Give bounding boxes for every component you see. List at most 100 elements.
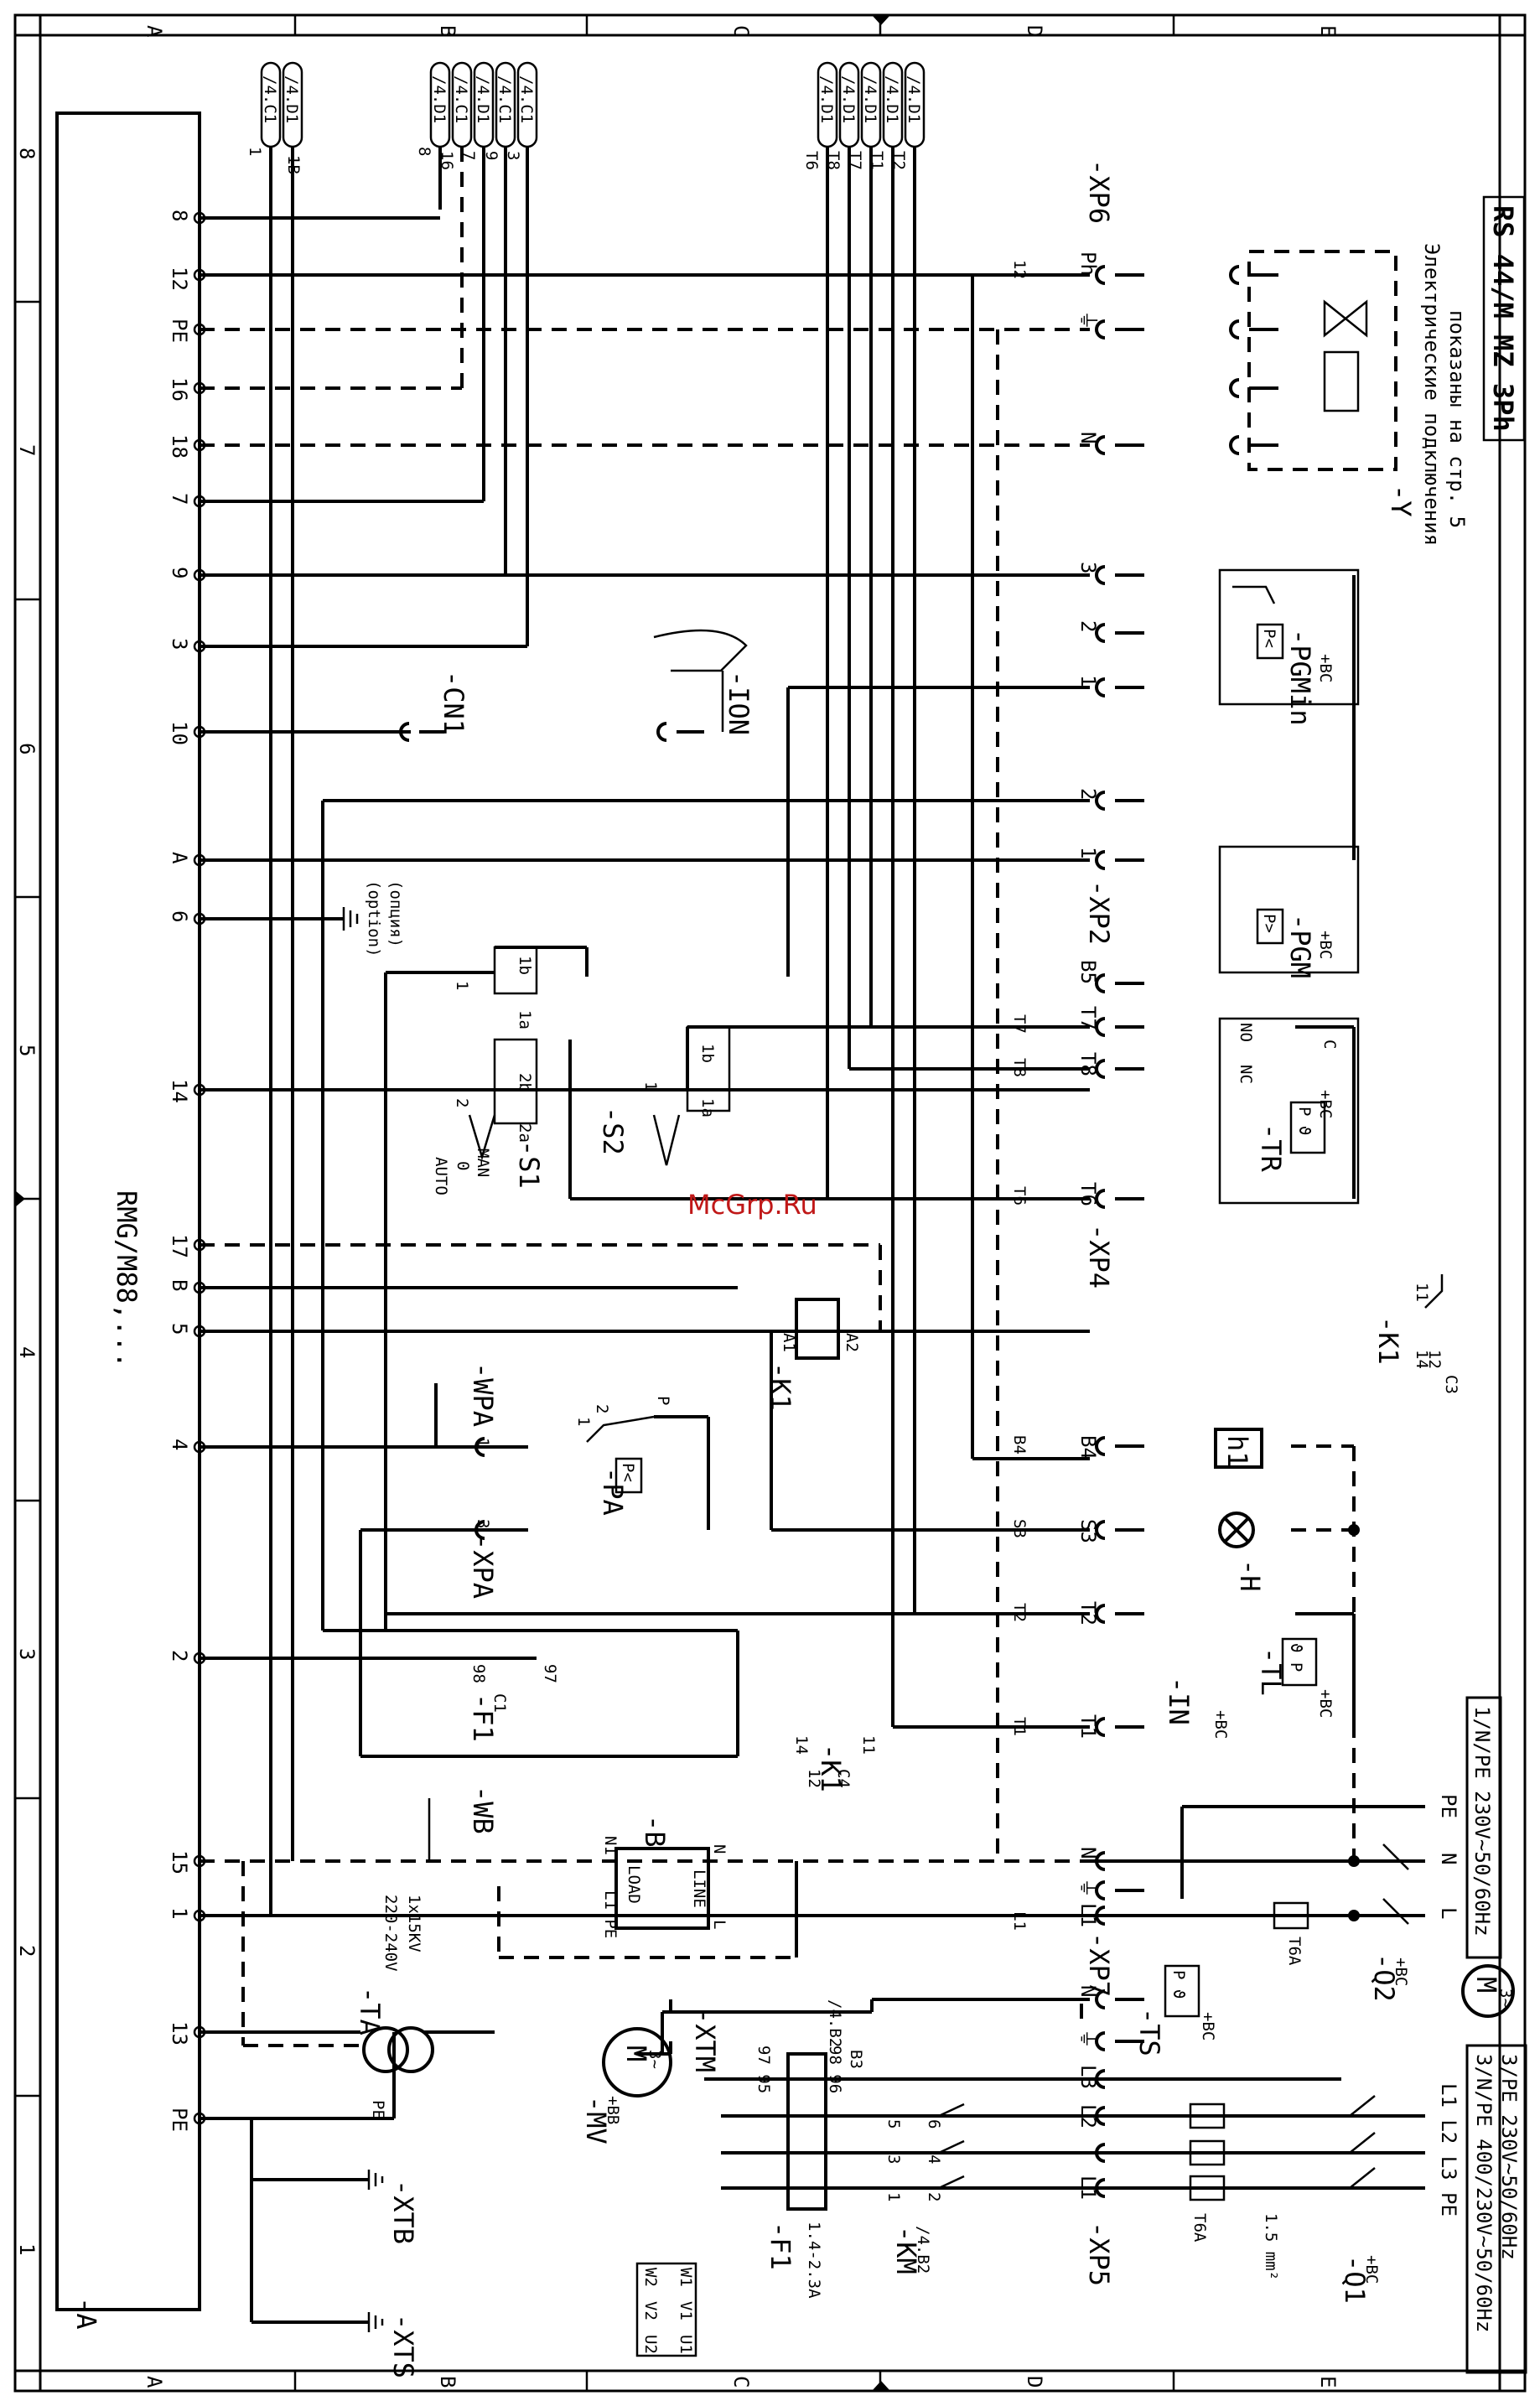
wire-t6: T6	[1010, 1186, 1029, 1206]
control-box-type: RMG/M88,...	[111, 1190, 143, 1368]
pgmin-symbol: P<	[1260, 629, 1278, 648]
k1-12: 12	[805, 1769, 823, 1788]
ref-mid-3: 3	[504, 151, 522, 160]
tl-bc: +BC	[1316, 1689, 1335, 1718]
earth-wb: -WB	[428, 1786, 499, 1861]
ta-kv: 1x15KV	[405, 1895, 423, 1952]
drawing-frame	[13, 13, 1527, 2393]
terminal-15: 15	[168, 1850, 206, 1875]
label-tr: -TR	[1255, 1123, 1287, 1173]
k1b-11: 11	[1413, 1283, 1431, 1302]
transformer-ta: -TA 220-240V 1x15KV PE	[354, 1895, 434, 2119]
label-k1: -K1	[765, 1362, 796, 1411]
mv-w1: W1	[677, 2268, 695, 2287]
xpa-pin-3: 3	[474, 1519, 492, 1528]
tr-nc: NC	[1237, 1065, 1255, 1084]
ta-pe: PE	[369, 2100, 387, 2119]
terminal-label-15: 15	[168, 1850, 191, 1875]
terminal-label-3: 3	[168, 638, 191, 650]
terminal-13: 13	[168, 2021, 206, 2046]
option-ru: (опция)	[386, 880, 405, 947]
f1-contact: -F1 98 C1 97	[467, 1664, 559, 1742]
ta-voltage: 220-240V	[381, 1895, 400, 1972]
thermostat-ts: P ϑ -TS +BC	[1133, 1964, 1217, 2056]
xp7-pin-b4: B4	[1076, 1435, 1100, 1460]
terminal-label-5: 5	[168, 1323, 191, 1335]
label-ta: -TA	[354, 1987, 386, 2035]
note-line-1: Электрические подключения	[1420, 243, 1444, 546]
s1-1: 1	[453, 981, 471, 990]
label-xpa: -XPA	[467, 1534, 499, 1599]
pgm-bc: +BC	[1316, 931, 1335, 959]
contactor-km: -KM /4.B2 1 3 5 2 4 6	[884, 2103, 965, 2274]
mv-v1: V1	[677, 2301, 695, 2320]
label-pgm: -PGM	[1284, 914, 1316, 978]
terminal-label-a: A	[168, 852, 191, 864]
xp4-pin-t6: T6	[1076, 1182, 1100, 1206]
pa-pin-2: 2	[593, 1404, 611, 1413]
ref-right-d: /4.D1	[883, 75, 901, 123]
terminal-18: 18	[168, 434, 206, 459]
solenoid-valve-y: -Y Электрические подключения показаны на…	[1323, 243, 1469, 546]
k1b-12: 12	[1425, 1350, 1444, 1369]
wire-s3: S3	[1010, 1519, 1029, 1538]
terminal-label-10: 10	[168, 721, 191, 745]
terminal-label-17: 17	[168, 1234, 191, 1258]
xp5-pin-l1: L1	[1076, 2175, 1100, 2200]
label-q1: -Q1	[1339, 2255, 1371, 2304]
hour-counter-h1: h1	[1214, 1428, 1263, 1469]
label-f1-top: -F1	[467, 1693, 499, 1742]
xtm-b3: B3	[847, 2050, 865, 2069]
wire-l1: L1	[1010, 1911, 1029, 1931]
label-cn1: -CN1	[438, 671, 469, 735]
col-label-b-bottom: B	[436, 2376, 459, 2388]
xp7-signal-block: B4 S3 T2 T1 B4 S3 T2 T1	[1010, 1435, 1100, 1739]
ref-mid-16: 16	[438, 151, 456, 170]
col-label-c-bottom: C	[729, 2376, 753, 2388]
tl-symbol: ϑ P	[1287, 1643, 1305, 1672]
f1-rating: 1.4-2.3A	[805, 2222, 823, 2299]
label-b: -B	[639, 1815, 671, 1848]
km-3: 3	[884, 2155, 903, 2164]
wiring	[200, 147, 1425, 2324]
pressure-switch-pa: -WPA -PA -XPA P< 1 3 1 2 P	[467, 1362, 672, 1599]
label-xp6: -XP6	[1083, 159, 1115, 224]
terminal-label-8: 8	[168, 210, 191, 221]
xp7-pin-l1: L1	[1076, 1903, 1100, 1927]
tr-symbol: P ϑ	[1295, 1107, 1314, 1135]
terminal-label-7: 7	[168, 493, 191, 505]
pressure-switch-pgmin: P< -PGMin +BC 3 2 1	[1076, 562, 1335, 726]
filter-b: -B LOAD LINE N1 L1 PE N L	[601, 1815, 729, 1938]
earth-xts-xtb: -XTB -XTS	[367, 2170, 419, 2378]
ts-symbol: P ϑ	[1169, 1970, 1188, 1999]
ref-mid-7: 7	[459, 151, 478, 160]
label-k1-left: -K1	[815, 1744, 847, 1792]
label-pgmin: -PGMin	[1284, 629, 1316, 726]
mains-l: L	[1437, 1907, 1460, 1919]
pgmin-pin-3: 3	[1076, 562, 1100, 573]
terminal-14: 14	[168, 1079, 206, 1103]
xp7-mains-block: -XP7 N ⏚ L1 L1 T6A PE N L -Q2 +BC	[1010, 1794, 1460, 2002]
ref-right-b: /4.D1	[839, 75, 858, 123]
ref-right-t6: T6	[802, 151, 821, 170]
ref-mid-e: /4.C1	[517, 75, 536, 123]
b-line: LINE	[690, 1869, 708, 1908]
xp7-pin-s3: S3	[1076, 1519, 1100, 1543]
label-in: -IN	[1163, 1677, 1195, 1725]
wire-12: 12	[1010, 260, 1029, 279]
column-labels: A B C D E A B C D E	[143, 25, 1340, 2388]
xp2-pin-2: 2	[1076, 788, 1100, 800]
wire-t8: T8	[1010, 1058, 1029, 1077]
xp7-pin-t2: T2	[1076, 1601, 1100, 1626]
label-xtb: -XTB	[387, 2180, 419, 2244]
label-xp5: -XP5	[1083, 2222, 1115, 2286]
thermal-relay-f1: -F1 1.4-2.3A	[765, 2052, 827, 2299]
xp7-pin-pe: ⏚	[1076, 1878, 1100, 1898]
xp6-block: -XP6 Ph ⏚ N 12	[1010, 159, 1115, 443]
b-n: N	[710, 1844, 729, 1854]
km-4: 4	[925, 2155, 943, 2164]
xp5-block: -XP5 N ⏚ L3 L2 L1 T6A 1.5 mm² -Q1 +BC L1…	[1076, 1985, 1460, 2304]
terminal-label-12: 12	[168, 267, 191, 291]
ref-left-d1: /4.D1	[283, 75, 301, 123]
label-f1: -F1	[765, 2222, 796, 2270]
